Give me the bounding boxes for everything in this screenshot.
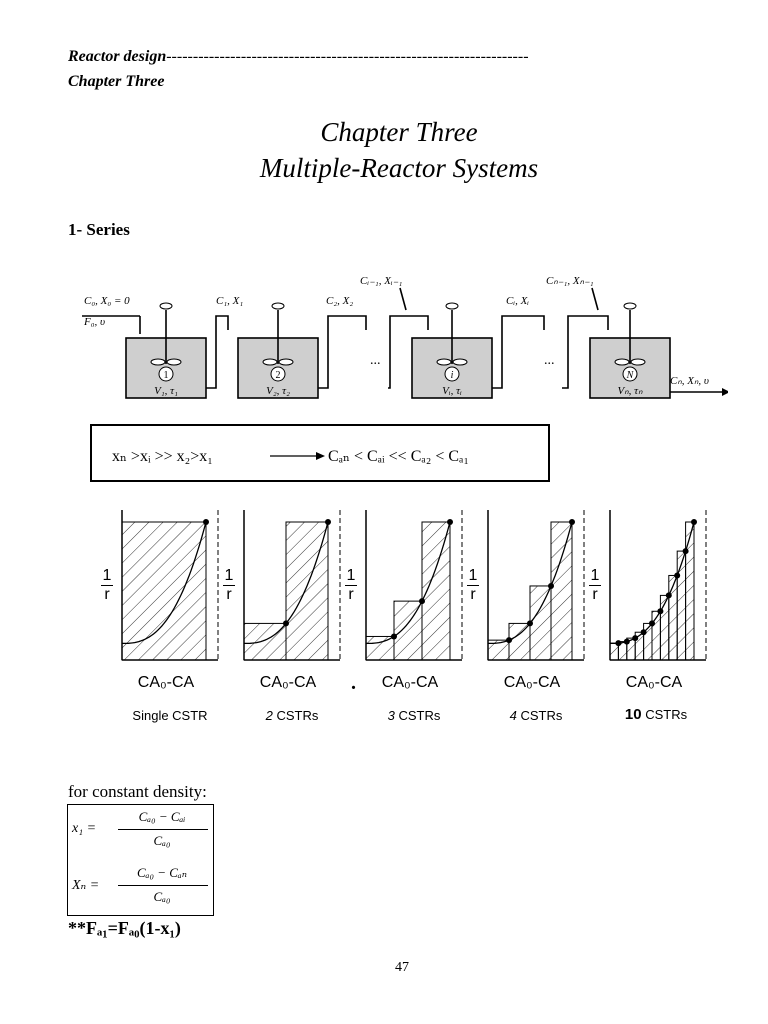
plot-2-rate-curve [244,521,329,645]
reactor-n-number: N [626,370,635,381]
xlabel-4: CA₀-CA [503,674,561,691]
ellipsis-2: ... [544,353,555,368]
formula-box: x₁ = Cₐ₀ − Cₐᵢ Cₐ₀ Xₙ = Cₐ₀ − Cₐₙ Cₐ₀ [67,804,214,916]
running-header: Reactor design--------------------------… [68,48,529,66]
stream-2-label: C₂, X₂ [326,295,353,307]
constant-density-label: for constant density: [68,782,207,801]
page-number: 47 [395,960,409,975]
xlabel-2: CA₀-CA [259,674,317,691]
inlet-bottom-label: F₀, υ [83,316,105,328]
pointer-n-1 [591,287,599,311]
stream-i-label: Cᵢ, Xᵢ [506,295,529,307]
impeller-ia [436,358,452,366]
impeller-ib [452,358,468,366]
stray-dot: . [351,672,356,694]
caption-5: 10 CSTRs [624,706,688,723]
flow-rate-formula: **Fₐ₁=Fₐ₀(1-x₁) [68,918,181,938]
conversion-inequality: xₙ >xᵢ >> x₂>x₁ [112,448,213,465]
xlabel-1: CA₀-CA [137,674,195,691]
stream-i-1-label: Cᵢ₋₁, Xᵢ₋₁ [360,275,402,287]
reactor-1-badge [158,366,174,382]
inlet-top-label: C₀, X₀ = 0 [84,295,130,307]
reactor-n-label: Vₙ, τₙ [618,385,644,397]
plot-1-rate-curve [122,521,207,645]
motor-1 [159,302,173,310]
impeller-nb [630,358,646,366]
cstr-series-schematic: C₀, X₀ = 0 F₀, υ C₁, X₁ C₂, X₂ Cᵢ₋₁, Xᵢ₋… [82,275,728,399]
reactor-n: N Vₙ, τₙ [589,302,671,399]
reactor-2: 2 V₂, τ₂ [237,302,319,399]
formula-1-denominator: Cₐ₀ [153,833,171,848]
stream-n-1-label: Cₙ₋₁, Xₙ₋₁ [546,275,594,287]
reactor-n-badge [622,366,638,382]
reactor-1-label: V₁, τ₁ [154,385,178,397]
motor-2 [271,302,285,310]
header-title: Reactor design [68,48,167,65]
outlet-arrow [722,388,728,396]
stream-1-label: C₁, X₁ [216,295,243,307]
reactor-i-number: i [451,370,454,381]
outlet-label: Cₙ, Xₙ, υ [670,375,709,387]
impeller-1a [150,358,166,366]
formula-1-lhs: x₁ = [72,821,97,836]
reactor-i-label: Vᵢ, τᵢ [442,385,462,397]
pipe-2-3 [318,315,367,389]
section-heading: 1- Series [68,220,130,239]
reactor-2-number: 2 [276,370,281,381]
pipe-i-next [492,315,545,389]
chapter-title: Chapter Three [320,117,478,147]
caption-2: 2 CSTRs [265,708,319,723]
impeller-1b [166,358,182,366]
levenspiel-plots [121,510,707,661]
header-dashes: ----------------------------------------… [166,48,529,65]
xlabel-5: CA₀-CA [625,674,683,691]
xlabel-3: CA₀-CA [381,674,439,691]
header-chapter: Chapter Three [68,73,165,90]
pipe-to-i [388,315,429,389]
plot-1-step-1 [121,521,207,661]
reactor-2-label: V₂, τ₂ [266,385,290,397]
motor-n [623,302,637,310]
reactor-i: i Vᵢ, τᵢ [411,302,493,399]
motor-i [445,302,459,310]
comparison-box: xₙ >xᵢ >> x₂>x₁ Cₐₙ < Cₐᵢ << Cₐ₂ < Cₐ₁ [90,424,550,482]
concentration-inequality: Cₐₙ < Cₐᵢ << Cₐ₂ < Cₐ₁ [328,448,469,465]
impeller-na [614,358,630,366]
formula-2-bar [118,885,208,886]
formula-2-lhs: Xₙ = [72,878,100,893]
pointer-i-1 [399,287,407,311]
formula-1-numerator: Cₐ₀ − Cₐᵢ [138,809,186,824]
caption-3: 3 CSTRs [387,708,441,723]
reactor-1-number: 1 [164,370,169,381]
formula-2-denominator: Cₐ₀ [153,889,171,904]
caption-4: 4 CSTRs [509,708,563,723]
reactor-1: 1 V₁, τ₁ [125,302,207,399]
impeller-2b [278,358,294,366]
pipe-1-2 [206,315,229,389]
plot-4-rate-curve [488,521,573,645]
formula-2-numerator: Cₐ₀ − Cₐₙ [136,865,187,880]
plot-3-rate-curve [366,521,451,645]
pipe-to-n [562,315,609,389]
formula-1-bar [118,829,208,830]
reactor-2-badge [270,366,286,382]
right-arrow-icon [270,452,325,460]
reactor-i-badge [444,366,460,382]
ellipsis-1: ... [370,353,381,368]
impeller-2a [262,358,278,366]
plot-5-rate-curve [610,521,695,645]
caption-1: Single CSTR [132,708,208,723]
chapter-subtitle: Multiple-Reactor Systems [259,153,539,183]
